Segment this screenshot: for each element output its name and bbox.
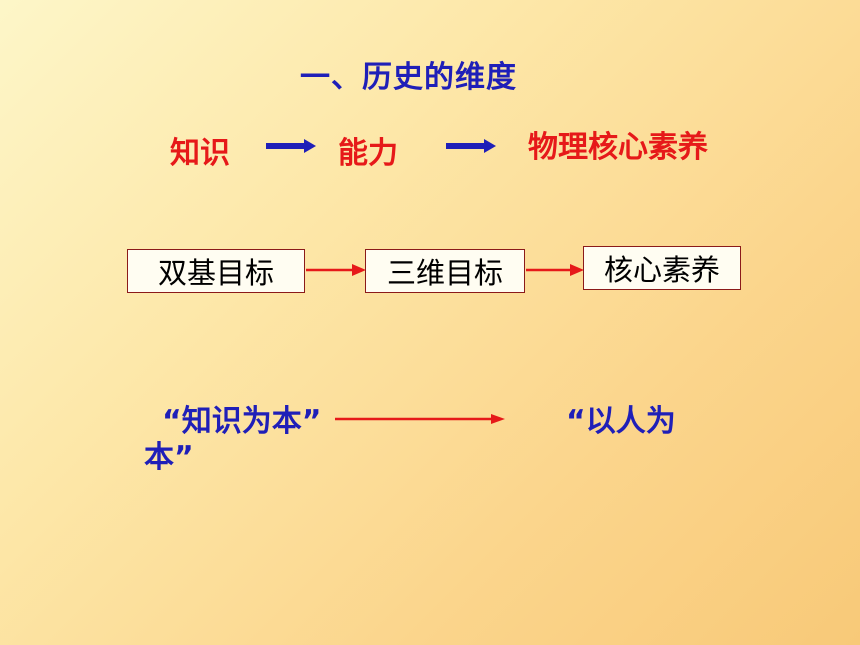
quote-people-based-wrap: 本” [144,440,194,475]
box-label: 核心素养 [603,253,720,287]
box-label: 双基目标 [157,256,274,290]
quote-knowledge-based: “知识为本” [162,404,322,439]
box-core-literacy: 核心素养 [583,246,741,290]
red-arrow-icon [335,414,505,424]
quote-people-based: “以人为 [566,404,676,439]
flow-item-ability: 能力 [338,136,398,171]
flow-item-knowledge: 知识 [170,136,230,171]
box-label: 三维目标 [386,256,503,290]
blue-arrow-icon [266,139,316,153]
box-three-dimensional-goal: 三维目标 [365,249,525,293]
blue-arrow-icon [446,139,496,153]
red-arrow-icon [526,264,584,276]
flow-item-physics-core-literacy: 物理核心素养 [528,130,708,165]
red-arrow-icon [306,264,366,276]
box-dual-basics-goal: 双基目标 [127,249,305,293]
slide-title: 一、历史的维度 [300,60,517,95]
